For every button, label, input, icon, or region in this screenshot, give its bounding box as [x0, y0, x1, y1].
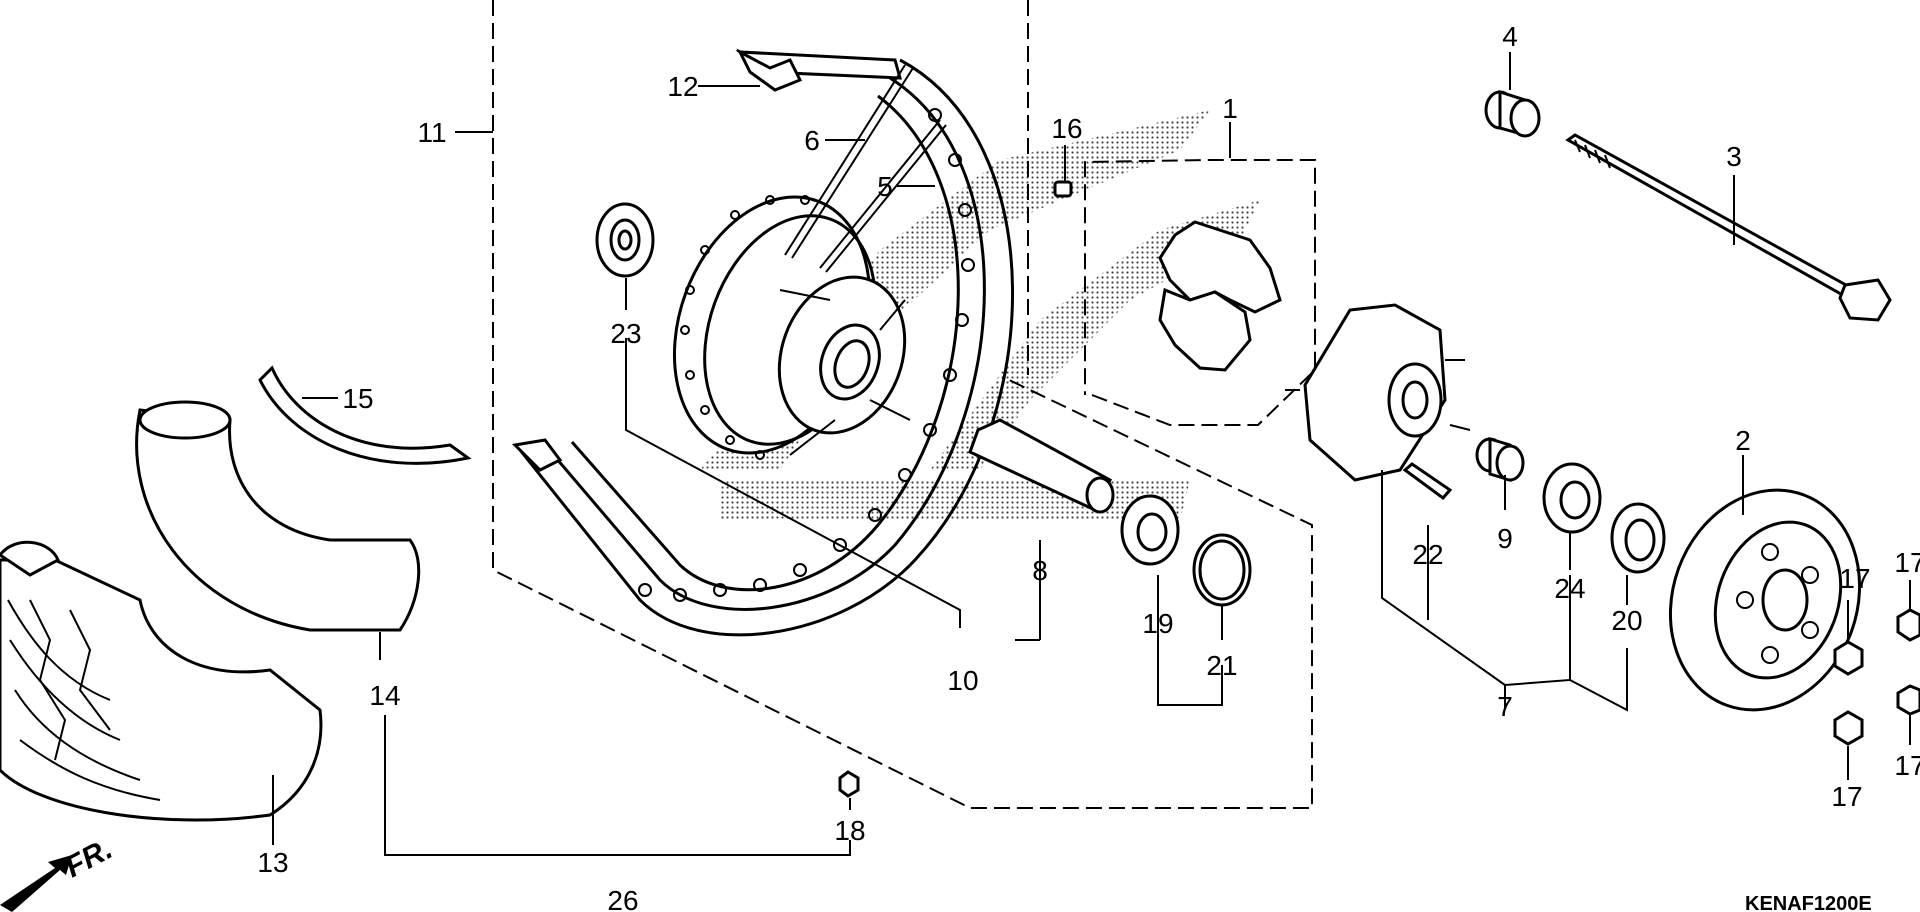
bearing-part-19 [1120, 494, 1180, 566]
driven-flange-part-7 [1285, 303, 1471, 482]
callout-4: 4 [1502, 21, 1518, 52]
wheel-rim [511, 48, 1014, 637]
bearing-part-24 [1542, 462, 1602, 534]
assembly-boundary [492, 0, 1316, 809]
callout-17-c: 17 [1894, 750, 1920, 781]
oil-seal-part-20 [1610, 502, 1666, 574]
nut-part-17-d [1896, 684, 1920, 716]
tube-part-14 [135, 400, 421, 632]
callout-5: 5 [877, 171, 893, 202]
hub-flange-holes [680, 195, 810, 460]
front-arrow-icon: FR. [0, 832, 118, 912]
front-marker: FR. [60, 832, 118, 884]
callout-26: 26 [607, 885, 638, 912]
callout-17-d: 17 [1831, 781, 1862, 812]
stud-part-22 [1402, 462, 1453, 501]
cush-drive-part-1 [1158, 220, 1282, 372]
collar-part-4 [1484, 89, 1541, 138]
callout-19: 19 [1142, 608, 1173, 639]
nut-part-17-a [1833, 640, 1864, 676]
axle-part-3 [1565, 133, 1892, 322]
callout-3: 3 [1726, 141, 1742, 172]
bearing-part-23 [595, 202, 655, 278]
valve-cap-part-18 [838, 770, 860, 798]
nut-part-17-c [1896, 608, 1920, 642]
callout-23: 23 [610, 318, 641, 349]
valve-part-16 [1053, 180, 1073, 198]
callout-1: 1 [1222, 93, 1238, 124]
callout-9: 9 [1497, 523, 1513, 554]
callout-16: 16 [1051, 113, 1082, 144]
callout-17-b: 17 [1894, 547, 1920, 578]
callout-20: 20 [1611, 605, 1642, 636]
callout-11: 11 [417, 117, 446, 148]
tire-part-13 [0, 540, 323, 822]
collar-part-9 [1475, 436, 1525, 483]
callout-8: 8 [1032, 555, 1048, 586]
callout-2: 2 [1735, 425, 1751, 456]
callout-10: 10 [947, 665, 978, 696]
callout-6: 6 [804, 125, 820, 156]
sprocket-part-2 [1668, 488, 1862, 712]
callout-7: 7 [1497, 691, 1513, 722]
spoke-holes [638, 108, 975, 602]
callout-labels: 1 2 3 4 5 6 7 8 9 10 11 12 13 14 15 16 1… [257, 21, 1920, 912]
wheel-hub [672, 64, 947, 460]
callout-14: 14 [369, 680, 400, 711]
diagram-code: KENAF1200E [1745, 893, 1872, 912]
callout-17-a: 17 [1839, 563, 1870, 594]
callout-24: 24 [1554, 573, 1585, 604]
callout-21: 21 [1206, 650, 1237, 681]
callout-13: 13 [257, 847, 288, 878]
nut-part-17-b [1833, 710, 1864, 746]
o-ring-part-21 [1192, 533, 1252, 607]
distance-collar-part-8 [968, 418, 1115, 514]
callout-18: 18 [834, 815, 865, 846]
callout-12: 12 [667, 71, 698, 102]
callout-15: 15 [342, 383, 373, 414]
leader-lines [272, 52, 1911, 856]
rim-band-part-15 [258, 365, 472, 465]
callout-22-a: 22 [1412, 539, 1443, 570]
